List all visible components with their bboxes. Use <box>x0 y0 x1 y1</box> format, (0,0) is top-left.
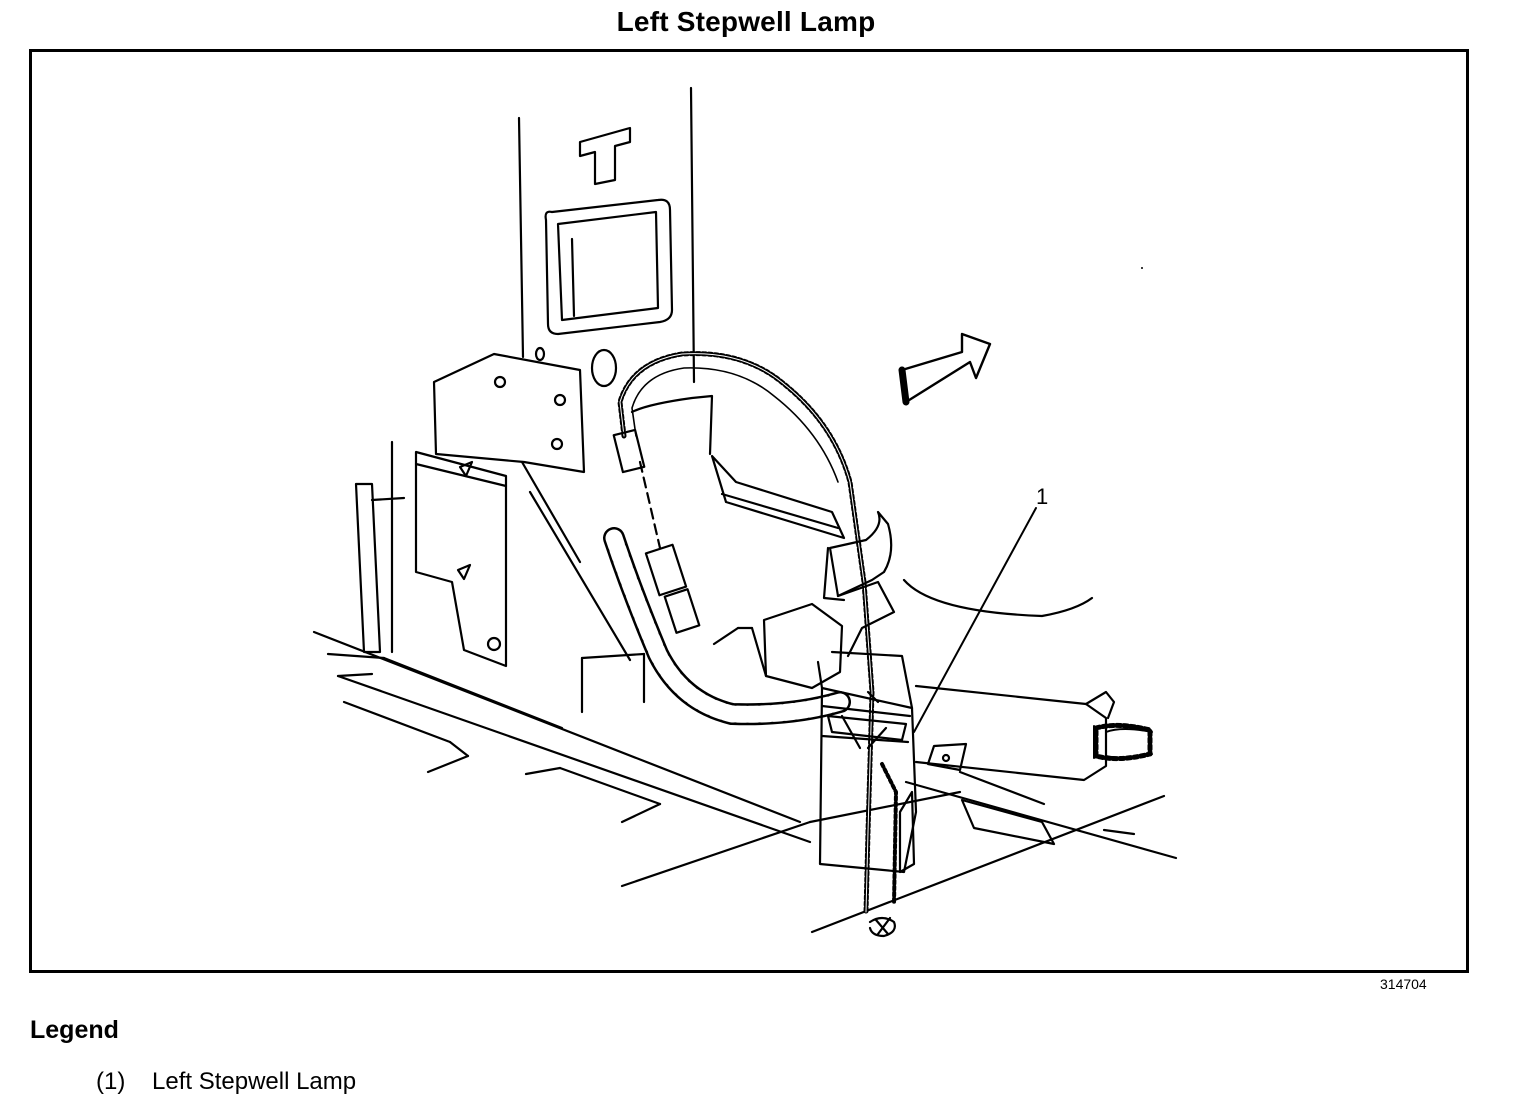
stepwell-lamp <box>816 650 918 938</box>
seat-belt-strap <box>822 510 896 658</box>
callout-leader-1 <box>913 507 1037 733</box>
callout-label-1: 1 <box>1036 484 1048 509</box>
floor-sill <box>312 630 1178 934</box>
door-pillar <box>517 86 696 388</box>
wire-harness <box>603 351 875 915</box>
side-trim-housing <box>914 684 1153 846</box>
speck <box>1141 267 1143 269</box>
legend-heading: Legend <box>30 1016 119 1044</box>
legend-item-text: Left Stepwell Lamp <box>152 1068 357 1095</box>
illustration-frame: 1 <box>29 49 1469 973</box>
legend-item: (1) Left Stepwell Lamp <box>96 1068 356 1096</box>
forward-arrow-icon <box>900 332 992 404</box>
arrow-shadow <box>898 366 910 406</box>
diagram-title: Left Stepwell Lamp <box>616 6 876 37</box>
seat-bracket <box>354 352 646 714</box>
figure-number: 314704 <box>1380 976 1427 992</box>
stepwell-illustration: 1 <box>312 86 1178 938</box>
trim-panel <box>630 394 1094 690</box>
legend-item-number: (1) <box>96 1068 126 1095</box>
